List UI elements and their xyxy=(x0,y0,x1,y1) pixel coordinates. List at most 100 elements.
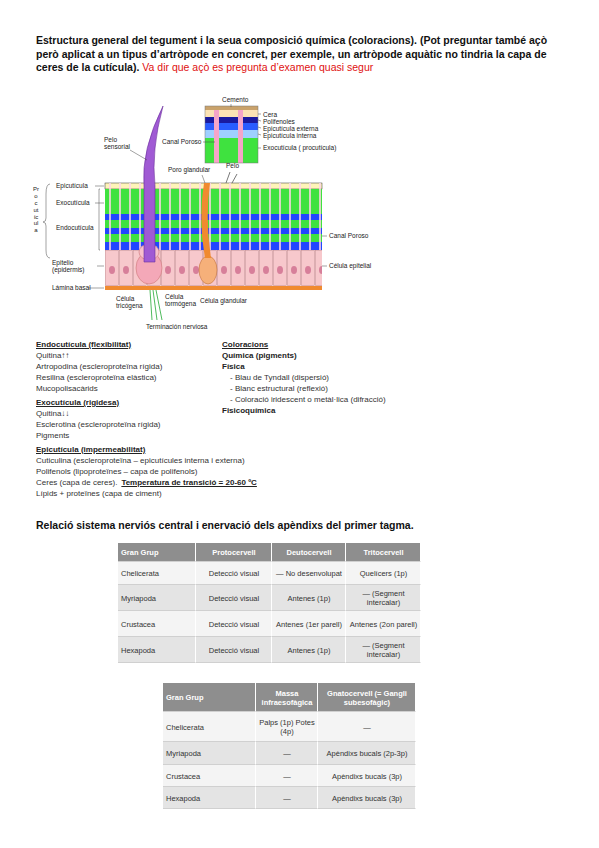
table-cell-text: Detecció visual xyxy=(209,620,259,629)
list-item: Esclerotina (escleroproteïna rígida) xyxy=(36,420,161,429)
table-header: Gran Grup xyxy=(166,693,204,702)
heading-paragraph: Estructura general del tegument i la seu… xyxy=(36,34,566,75)
layer-label: Exocutícula xyxy=(56,199,90,206)
list-item: Química (pigments) xyxy=(222,351,297,360)
table-cell-text: Detecció visual xyxy=(209,569,259,578)
section-heading: Relació sistema nerviós central i enerva… xyxy=(36,519,414,531)
table-cell-text: Chelicerata xyxy=(121,569,159,578)
table-cell: Deutocervell xyxy=(272,543,346,562)
table-cell: — (Segment intercalar) xyxy=(346,585,421,611)
list-item: Temperatura de transició = 20-60 ºC xyxy=(121,478,257,487)
list-item: Fisicoquímica xyxy=(222,406,275,415)
table-cell-text: Antenes (1er parell) xyxy=(276,620,342,629)
table-cell: Quelícers (1p) xyxy=(346,562,421,585)
table-cell: Antenes (1p) xyxy=(272,585,346,611)
table-header: Protocervell xyxy=(212,548,255,557)
section-heading: Epicutícula (impermeabilitat) xyxy=(36,445,145,454)
table-cell: — xyxy=(256,765,318,787)
exam-note: Va dir que açò es pregunta d’examen quas… xyxy=(142,61,373,73)
part-label: Poro glandular xyxy=(168,166,210,173)
layer-label: Epicutícula xyxy=(56,182,88,189)
table-header: Gnatocervell (= Gangli subesofàgic) xyxy=(321,689,413,707)
list-item: Lípids + proteïnes (capa de ciment) xyxy=(36,489,162,498)
table-cell: Antenes (1p) xyxy=(272,637,346,663)
layer-label: Epicutícula externa xyxy=(263,125,318,132)
table-cell-text: Hexapoda xyxy=(121,646,155,655)
part-label: Célula glandular xyxy=(200,297,247,304)
table-cell: Apèndixs bucals (3p) xyxy=(318,765,416,787)
table-cell: Hexapoda xyxy=(118,637,196,663)
table-cell: Apèndixs bucals (3p) xyxy=(318,787,416,809)
table-cell-text: Crustacea xyxy=(121,620,155,629)
table-cell-text: Chelicerata xyxy=(166,723,204,732)
table-header: Gran Grup xyxy=(121,548,159,557)
table-cell-text: Antenes (1p) xyxy=(288,646,331,655)
table-cell-text: Myriapoda xyxy=(121,594,156,603)
table-cell: — xyxy=(256,742,318,765)
list-item: Cuticulina (escleroproteïna – epicutícul… xyxy=(36,456,245,465)
table-cell: Protocervell xyxy=(196,543,272,562)
table-cell-text: Hexapoda xyxy=(166,794,200,803)
table-cell: Chelicerata xyxy=(163,712,256,742)
table-cell-text: — xyxy=(363,723,371,732)
table-cell: — xyxy=(256,787,318,809)
table-cell-text: Detecció visual xyxy=(209,646,259,655)
table-cell: — No desenvolupat xyxy=(272,562,346,585)
table-cell: Apèndixs bucals (2p-3p) xyxy=(318,742,416,765)
table-cell-text: Apèndixs bucals (3p) xyxy=(332,794,402,803)
layer-label: Endocutícula xyxy=(56,224,94,231)
table-cell: Hexapoda xyxy=(163,787,256,809)
part-label: Canal Poroso xyxy=(162,138,201,145)
table-cell: Detecció visual xyxy=(196,637,272,663)
part-label: Epitelio (epidermis) xyxy=(52,259,97,274)
table-cell-text: Detecció visual xyxy=(209,594,259,603)
table-cell: Tritocervell xyxy=(346,543,421,562)
table-cell: Detecció visual xyxy=(196,562,272,585)
part-label: Terminación nerviosa xyxy=(146,323,207,330)
part-label: Pelo xyxy=(226,162,239,169)
table-cell: Gran Grup xyxy=(118,543,196,562)
part-label: Célula tricógena xyxy=(116,295,148,310)
table-cell-text: Antenes (1p) xyxy=(288,594,331,603)
table-header: Massa infraesofàgica xyxy=(259,689,315,707)
table-cell-text: — xyxy=(283,772,291,781)
list-item: Polifenols (lipoproteïnes – capa de poli… xyxy=(36,467,197,476)
table-cell-text: Palps (1p) Potes (4p) xyxy=(259,718,315,736)
table-cell: — xyxy=(318,712,416,742)
table-cell: Gnatocervell (= Gangli subesofàgic) xyxy=(318,683,416,712)
section-heading: Coloracions xyxy=(222,340,268,349)
layer-label: Cera xyxy=(263,111,277,118)
section-heading: Exocutícula (rigidesa) xyxy=(36,398,119,407)
table-cell: Detecció visual xyxy=(196,611,272,637)
vertical-label: Procutícula xyxy=(33,186,39,234)
table-cell: Chelicerata xyxy=(118,562,196,585)
table-header: Tritocervell xyxy=(363,548,403,557)
table-cell-text: Myriapoda xyxy=(166,749,201,758)
table-cell: Crustacea xyxy=(118,611,196,637)
section-heading: Endocutícula (flexibilitat) xyxy=(36,340,131,349)
layer-label: Polifenoles xyxy=(263,118,295,125)
table-cell-text: Antenes (2on parell) xyxy=(350,620,418,629)
list-item: Pigments xyxy=(36,431,69,440)
table-cell: Antenes (1er parell) xyxy=(272,611,346,637)
table-cell-text: Apèndixs bucals (3p) xyxy=(332,772,402,781)
table-cell: Detecció visual xyxy=(196,585,272,611)
table-cell-text: Apèndixs bucals (2p-3p) xyxy=(327,749,408,758)
list-item: Física xyxy=(222,362,245,371)
part-label: Célula epitelial xyxy=(329,262,371,269)
table-header: Deutocervell xyxy=(286,548,331,557)
list-item: Quitina↑↑ xyxy=(36,351,69,360)
table-cell-text: — xyxy=(283,794,291,803)
layer-label: Epicutícula interna xyxy=(263,132,316,139)
list-item: - Blanc estructural (reflexió) xyxy=(230,384,328,393)
layer-label: Exocutícula ( procutícula) xyxy=(263,144,336,151)
list-item: Quitina↓↓ xyxy=(36,409,69,418)
table-cell: Palps (1p) Potes (4p) xyxy=(256,712,318,742)
table-cell: — (Segment intercalar) xyxy=(346,637,421,663)
table-cell: Myriapoda xyxy=(118,585,196,611)
list-item: Artropodina (escleroproteïna rígida) xyxy=(36,362,162,371)
table-cell-text: — (Segment intercalar) xyxy=(349,641,418,659)
table-cell-text: — (Segment intercalar) xyxy=(349,589,418,607)
part-label: Lámina basal xyxy=(52,284,91,291)
part-label: Pelo sensorial xyxy=(104,136,134,151)
